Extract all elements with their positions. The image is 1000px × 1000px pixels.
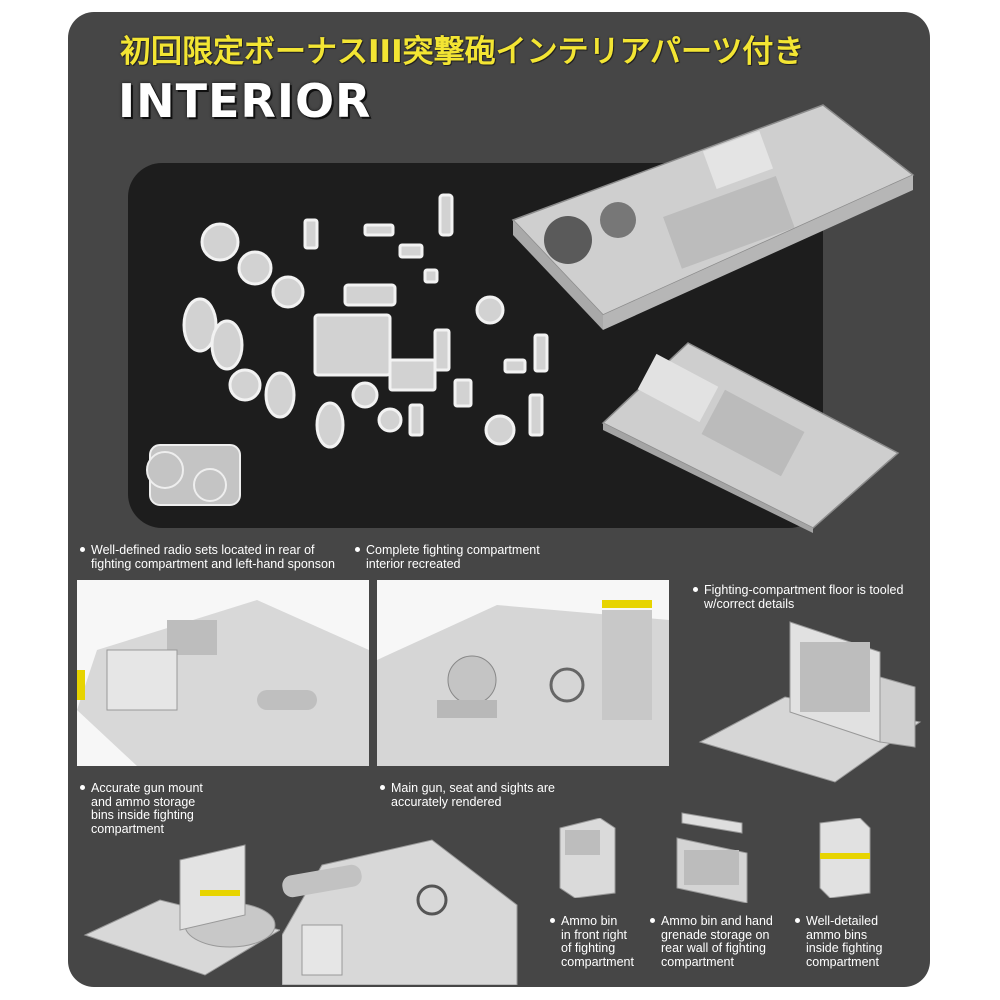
bullet-icon: [650, 918, 655, 924]
main-gun-illustration: [282, 839, 518, 985]
front-ammo-bin-caption: Ammo bin in front right of fighting comp…: [550, 914, 634, 969]
rear-wall-ammo-caption: Ammo bin and hand grenade storage on rea…: [650, 914, 773, 969]
ammo-bins-caption: Well-detailed ammo bins inside fighting …: [795, 914, 882, 969]
gun-mount-illustration: [83, 844, 280, 976]
fighting-compartment-caption: Complete fighting compartment interior r…: [355, 543, 540, 571]
rear-wall-ammo-bin-illustration: [676, 812, 748, 903]
fighting-compartment-screenshot: [377, 580, 669, 766]
radio-sets-screenshot: [77, 580, 369, 766]
bullet-icon: [80, 547, 85, 553]
bullet-icon: [355, 547, 360, 553]
bullet-icon: [550, 918, 555, 924]
japanese-title: 初回限定ボーナスIII突撃砲インテリアパーツ付き: [120, 34, 805, 70]
main-gun-caption: Main gun, seat and sights are accurately…: [380, 781, 555, 809]
loose-parts-illustration: [146, 193, 549, 506]
hull-interior-top-illustration: [511, 104, 915, 330]
hull-interior-side-illustration: [601, 342, 900, 533]
bullet-icon: [795, 918, 800, 924]
front-ammo-bin-illustration: [559, 818, 616, 898]
radio-sets-caption: Well-defined radio sets located in rear …: [80, 543, 335, 571]
ammo-bins-illustration: [819, 818, 871, 898]
compartment-floor-illustration: [698, 621, 922, 783]
floor-caption: Fighting-compartment floor is tooled w/c…: [693, 583, 903, 611]
bullet-icon: [80, 785, 85, 791]
bullet-icon: [380, 785, 385, 791]
bullet-icon: [693, 587, 698, 593]
gun-mount-caption: Accurate gun mount and ammo storage bins…: [80, 781, 203, 836]
interior-title: INTERIOR: [118, 74, 372, 128]
